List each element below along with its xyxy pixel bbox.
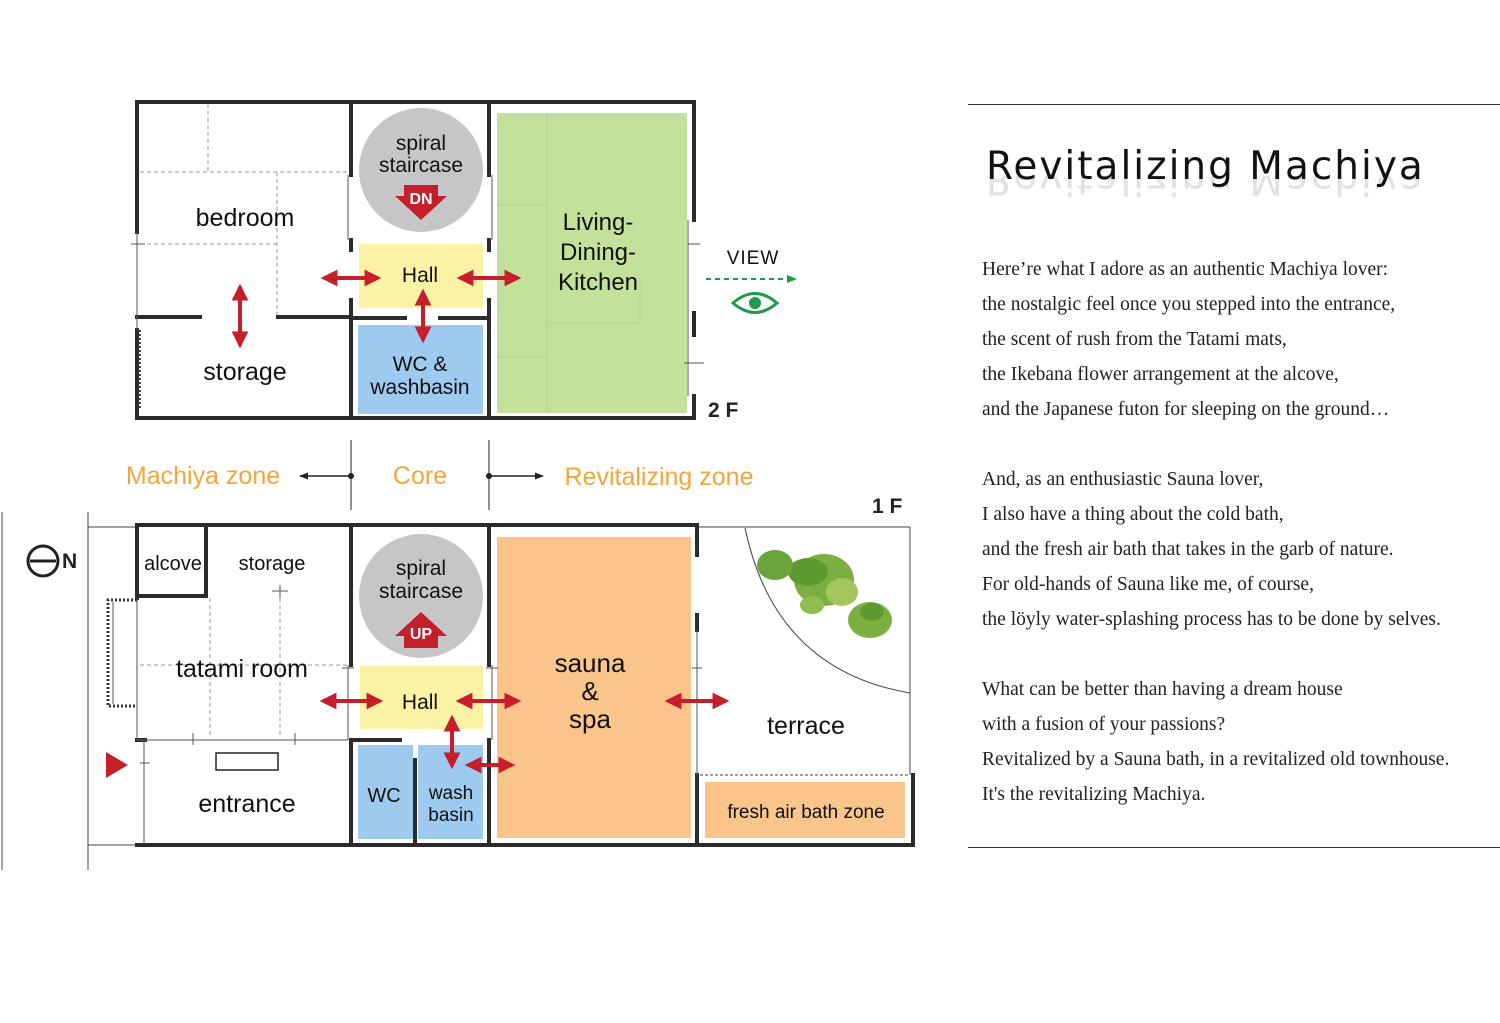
storage-label-2f: storage — [203, 358, 286, 386]
essay-line: Here’re what I adore as an authentic Mac… — [982, 259, 1389, 280]
bottom-divider — [968, 847, 1500, 848]
essay-line: and the fresh air bath that takes in the… — [982, 539, 1394, 560]
wc-area-1f — [358, 745, 413, 839]
stair-down-arrow — [395, 185, 447, 220]
stair-up-arrow — [395, 612, 447, 648]
stair-label-1f-line2: staircase — [379, 580, 463, 603]
floor-label-2f: 2 F — [708, 399, 739, 422]
view-label: VIEW — [727, 248, 780, 269]
hall-label-1f: Hall — [402, 691, 438, 714]
stair-label-2f-line2: staircase — [379, 154, 463, 177]
zone-legend: Machiya zone Core Revitalizing zone — [126, 440, 754, 510]
machiya-zone-label: Machiya zone — [126, 462, 280, 490]
fresh-air-bath-zone-area — [705, 782, 905, 838]
wc-label-2f-line2: washbasin — [369, 376, 469, 399]
paragraph-gap — [982, 427, 1497, 462]
core-zone-label: Core — [393, 462, 447, 490]
entrance-marker-icon — [106, 752, 128, 778]
spiral-staircase-2f — [359, 108, 483, 232]
washbasin-label-line1: wash — [428, 783, 473, 804]
title-block: Revitalizing Machiya Revitalizing Machiy… — [986, 144, 1486, 202]
essay-line: the löyly water-splashing process has to… — [982, 609, 1441, 630]
essay-line: It's the revitalizing Machiya. — [982, 784, 1206, 805]
sauna-label-line1: sauna — [555, 648, 626, 678]
entrance-label: entrance — [198, 790, 295, 818]
sauna-spa-area — [497, 537, 691, 838]
stair-label-2f-line1: spiral — [396, 132, 446, 155]
ldk-label-line3: Kitchen — [558, 269, 638, 296]
sauna-label-line2: & — [581, 676, 598, 706]
essay-line: and the Japanese futon for sleeping on t… — [982, 399, 1390, 420]
paragraph-gap — [982, 637, 1497, 672]
ldk-label-line2: Dining- — [560, 239, 636, 266]
alcove-label: alcove — [144, 553, 202, 575]
stair-direction-up: UP — [410, 626, 433, 643]
wc-label-1f: WC — [367, 785, 400, 807]
fresh-air-bath-zone-label: fresh air bath zone — [727, 802, 884, 823]
essay-line: the scent of rush from the Tatami mats, — [982, 329, 1287, 350]
plant-icon — [757, 550, 892, 638]
text-panel: Revitalizing Machiya Revitalizing Machiy… — [968, 104, 1500, 848]
stair-direction-dn: DN — [409, 191, 432, 208]
essay-line: the Ikebana flower arrangement at the al… — [982, 364, 1339, 385]
second-floor-plan: spiral staircase DN bedroom storage Hall… — [131, 100, 797, 422]
essay-line: I also have a thing about the cold bath, — [982, 504, 1284, 525]
eye-icon — [730, 292, 780, 314]
terrace-label: terrace — [767, 712, 845, 740]
essay-line: Revitalized by a Sauna bath, in a revita… — [982, 749, 1450, 770]
essay-line: And, as an enthusiastic Sauna lover, — [982, 469, 1264, 490]
washbasin-label-line2: basin — [428, 805, 473, 826]
spiral-staircase-1f — [359, 534, 483, 658]
essay-line: For old-hands of Sauna like me, of cours… — [982, 574, 1314, 595]
compass-north-label: N — [62, 550, 77, 573]
storage-label-1f: storage — [239, 553, 306, 575]
essay-line: What can be better than having a dream h… — [982, 679, 1343, 700]
top-divider — [968, 104, 1500, 105]
page-title: Revitalizing Machiya — [986, 144, 1425, 189]
essay: Here’re what I adore as an authentic Mac… — [982, 252, 1497, 812]
floor-label-1f: 1 F — [872, 495, 903, 518]
sauna-label-line3: spa — [569, 704, 611, 734]
terrace-curve — [744, 527, 911, 694]
ldk-label-line1: Living- — [563, 209, 634, 236]
hall-label-2f: Hall — [402, 264, 438, 287]
essay-line: the nostalgic feel once you stepped into… — [982, 294, 1396, 315]
title-reflection: Revitalizing Machiya — [986, 176, 1425, 202]
wc-label-2f-line1: WC & — [393, 353, 448, 376]
stair-label-1f-line1: spiral — [396, 557, 446, 580]
tatami-room-label: tatami room — [176, 655, 308, 683]
revitalizing-zone-label: Revitalizing zone — [565, 463, 754, 491]
living-dining-kitchen-area — [497, 113, 687, 413]
first-floor-plan: N spiral staircase UP alcove storage tat… — [1, 495, 915, 870]
bedroom-label: bedroom — [196, 204, 295, 232]
essay-line: with a fusion of your passions? — [982, 714, 1226, 735]
north-compass-icon — [26, 544, 60, 578]
